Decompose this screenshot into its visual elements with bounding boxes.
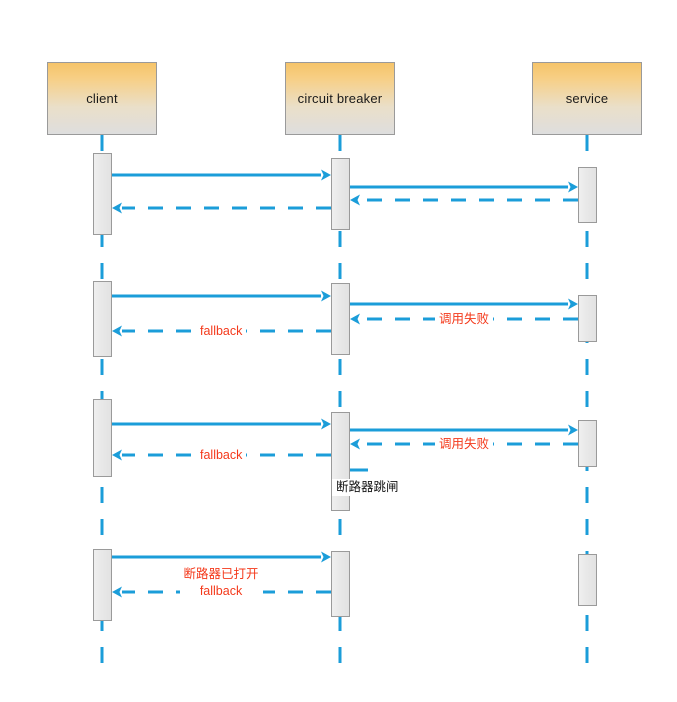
message-m8-arrowhead <box>112 325 122 337</box>
activation-box-client[interactable] <box>93 281 112 357</box>
activation-box-client[interactable] <box>93 153 112 235</box>
message-m15-arrowhead <box>112 586 122 598</box>
participant-label-client: client <box>86 91 118 106</box>
message-label-m7: 调用失败 <box>435 310 494 328</box>
activation-box-circuit_breaker[interactable] <box>331 283 350 355</box>
message-label-m12-text: fallback <box>196 446 247 464</box>
participant-label-circuit_breaker: circuit breaker <box>297 91 383 106</box>
message-label-m13-text: 断路器跳闸 <box>332 479 403 496</box>
message-m11-arrowhead <box>350 438 360 450</box>
message-m12-arrowhead <box>112 449 122 461</box>
activation-box-circuit_breaker[interactable] <box>331 412 350 511</box>
message-label-m12: fallback <box>196 446 247 464</box>
activation-box-service[interactable] <box>578 554 597 606</box>
message-m9-arrowhead <box>321 418 331 430</box>
participant-box-service[interactable]: service <box>532 62 642 135</box>
message-label-m8-text: fallback <box>196 322 247 340</box>
participant-box-circuit_breaker[interactable]: circuit breaker <box>285 62 395 135</box>
activation-box-service[interactable] <box>578 420 597 467</box>
message-label-m8: fallback <box>196 322 247 340</box>
message-m6-arrowhead <box>568 298 578 310</box>
activation-box-circuit_breaker[interactable] <box>331 158 350 230</box>
activation-box-client[interactable] <box>93 549 112 621</box>
message-m2-arrowhead <box>568 181 578 193</box>
message-label-m13: 断路器跳闸 <box>332 479 403 496</box>
message-label-m15-line2: fallback <box>179 583 263 600</box>
message-label-m11: 调用失败 <box>435 435 494 453</box>
activation-box-circuit_breaker[interactable] <box>331 551 350 617</box>
participant-box-client[interactable]: client <box>47 62 157 135</box>
message-label-m7-text: 调用失败 <box>435 310 494 328</box>
message-m4-arrowhead <box>112 202 122 214</box>
activation-box-client[interactable] <box>93 399 112 477</box>
messages-layer <box>112 169 578 598</box>
message-m7-arrowhead <box>350 313 360 325</box>
message-m10-arrowhead <box>568 424 578 436</box>
message-m5-arrowhead <box>321 290 331 302</box>
message-label-m11-text: 调用失败 <box>435 435 494 453</box>
participant-label-service: service <box>565 91 609 106</box>
message-m3-arrowhead <box>350 194 360 206</box>
message-m14-arrowhead <box>321 551 331 563</box>
message-m1-arrowhead <box>321 169 331 181</box>
activation-box-service[interactable] <box>578 167 597 223</box>
activation-box-service[interactable] <box>578 295 597 342</box>
message-label-m15-line1: 断路器已打开 <box>179 566 263 583</box>
